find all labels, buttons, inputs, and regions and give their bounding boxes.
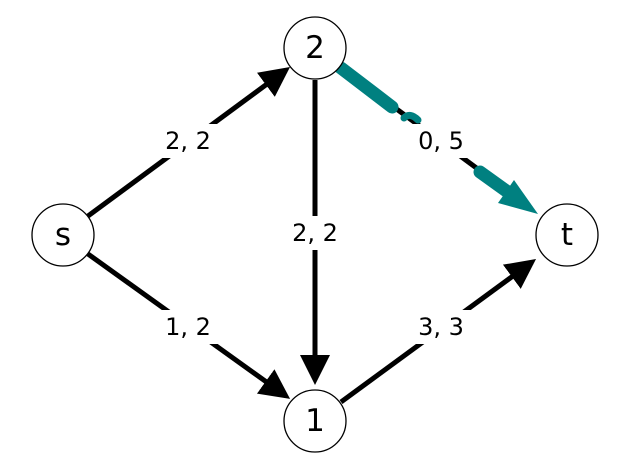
edge-2-t-highlighted: 0, 5 bbox=[334, 61, 538, 214]
node-1-circle bbox=[283, 389, 347, 453]
edge-label-2-1: 2, 2 bbox=[292, 219, 338, 247]
node-1-label: 1 bbox=[305, 403, 325, 439]
node-s: s bbox=[31, 203, 95, 267]
node-t-circle bbox=[535, 203, 599, 267]
edge-s-2: 2, 2 bbox=[86, 67, 291, 219]
edge-label-bg-2-1 bbox=[283, 216, 347, 250]
node-t-label: t bbox=[561, 217, 573, 253]
node-2-circle bbox=[283, 16, 347, 80]
edge-label-2-t: 0, 5 bbox=[418, 127, 464, 155]
edge-s-1: 1, 2 bbox=[86, 251, 291, 399]
edge-label-bg-s-2 bbox=[156, 124, 220, 158]
node-2: 2 bbox=[283, 16, 347, 80]
edge-highlight-2-t-curl bbox=[400, 111, 422, 124]
edge-label-1-t: 3, 3 bbox=[418, 313, 464, 341]
edge-label-bg-2-t bbox=[409, 124, 473, 158]
edge-label-bg-s-1 bbox=[156, 310, 220, 344]
edge-2-1: 2, 2 bbox=[283, 80, 347, 385]
node-s-circle bbox=[31, 203, 95, 267]
node-1: 1 bbox=[283, 389, 347, 453]
edge-label-s-1: 1, 2 bbox=[165, 313, 211, 341]
edge-1-t: 3, 3 bbox=[339, 259, 537, 405]
edge-label-s-2: 2, 2 bbox=[165, 127, 211, 155]
node-s-label: s bbox=[55, 217, 71, 253]
edge-label-bg-1-t bbox=[409, 310, 473, 344]
edge-highlight-2-t-arrowhead bbox=[498, 180, 538, 214]
node-t: t bbox=[535, 203, 599, 267]
node-2-label: 2 bbox=[305, 30, 325, 66]
edge-highlight-2-t-upper bbox=[334, 61, 399, 114]
